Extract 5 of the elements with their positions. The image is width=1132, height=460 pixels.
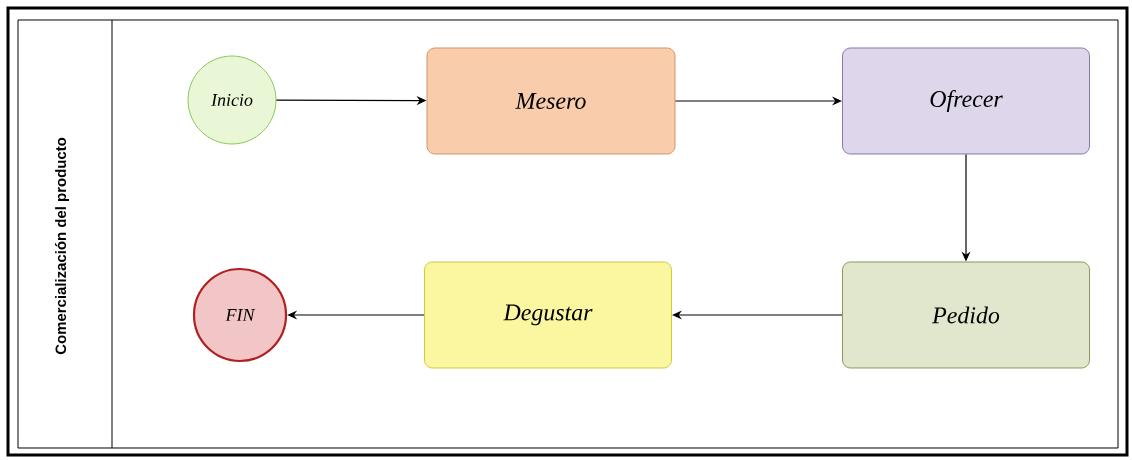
process-box: Ofrecer	[842, 47, 1090, 155]
process-box: Pedido	[842, 261, 1090, 369]
lane-label: Comercialización del producto	[55, 137, 70, 355]
process-box: Mesero	[426, 47, 676, 155]
process-box: Degustar	[424, 261, 672, 369]
